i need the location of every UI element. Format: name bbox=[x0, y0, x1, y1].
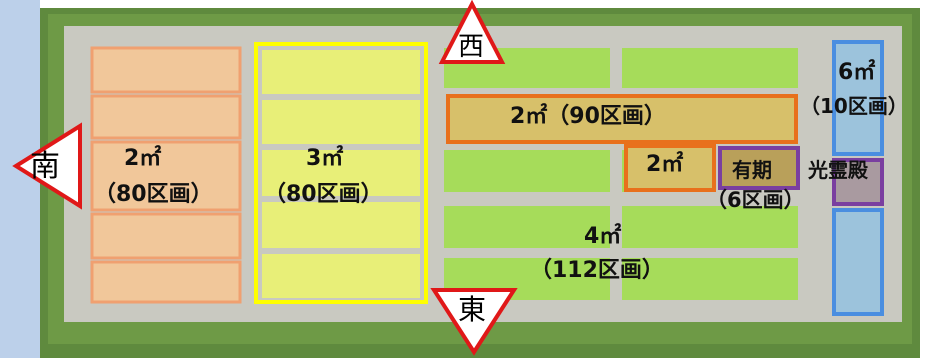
blue-top-block bbox=[832, 40, 884, 156]
koureiden-block bbox=[832, 158, 884, 206]
grave-row bbox=[444, 150, 610, 192]
orange-top-label: 2㎡（90区画） bbox=[510, 104, 666, 129]
south-arrow bbox=[12, 122, 82, 210]
grave-row bbox=[90, 140, 242, 212]
south-area-count: （80区画） bbox=[94, 182, 213, 207]
east-direction-label: 東 bbox=[458, 293, 487, 326]
koureiden-label: 光霊殿 bbox=[808, 158, 868, 182]
yuuki-block bbox=[718, 146, 800, 190]
grave-row bbox=[622, 206, 798, 248]
grave-row bbox=[262, 254, 420, 298]
green-grave-block bbox=[444, 48, 798, 300]
grave-row bbox=[262, 50, 420, 94]
east-arrow bbox=[430, 288, 518, 356]
right-top-count: （10区画） bbox=[800, 94, 908, 118]
grave-row bbox=[90, 212, 242, 260]
grave-row bbox=[90, 46, 242, 94]
orange-small-block bbox=[624, 144, 716, 192]
yellow-block-outline bbox=[254, 42, 428, 304]
west-arrow bbox=[438, 0, 506, 64]
green-area-size: 4㎡ bbox=[584, 224, 622, 249]
blue-bottom-block bbox=[832, 208, 884, 316]
grave-row bbox=[90, 260, 242, 304]
grave-row bbox=[622, 258, 798, 300]
south-area-size: 2㎡ bbox=[124, 146, 162, 171]
yellow-area-size: 3㎡ bbox=[306, 146, 344, 171]
south-grave-block bbox=[90, 46, 242, 304]
grave-row bbox=[90, 94, 242, 140]
orange-top-block bbox=[446, 94, 798, 144]
south-direction-label: 南 bbox=[30, 149, 60, 184]
grave-row bbox=[622, 48, 798, 88]
yellow-area-count: （80区画） bbox=[264, 182, 383, 207]
orange-small-label: 2㎡ bbox=[646, 152, 684, 177]
grave-row bbox=[262, 150, 420, 196]
yuuki-name: 有期 bbox=[732, 158, 772, 182]
west-direction-label: 西 bbox=[458, 32, 485, 62]
grave-row bbox=[444, 206, 610, 248]
right-top-size: 6㎡ bbox=[838, 60, 876, 85]
grave-row bbox=[262, 100, 420, 144]
grave-row bbox=[262, 202, 420, 248]
yellow-grave-block bbox=[254, 42, 428, 304]
yuuki-count: （6区画） bbox=[706, 188, 805, 212]
green-area-count: （112区画） bbox=[530, 258, 664, 283]
